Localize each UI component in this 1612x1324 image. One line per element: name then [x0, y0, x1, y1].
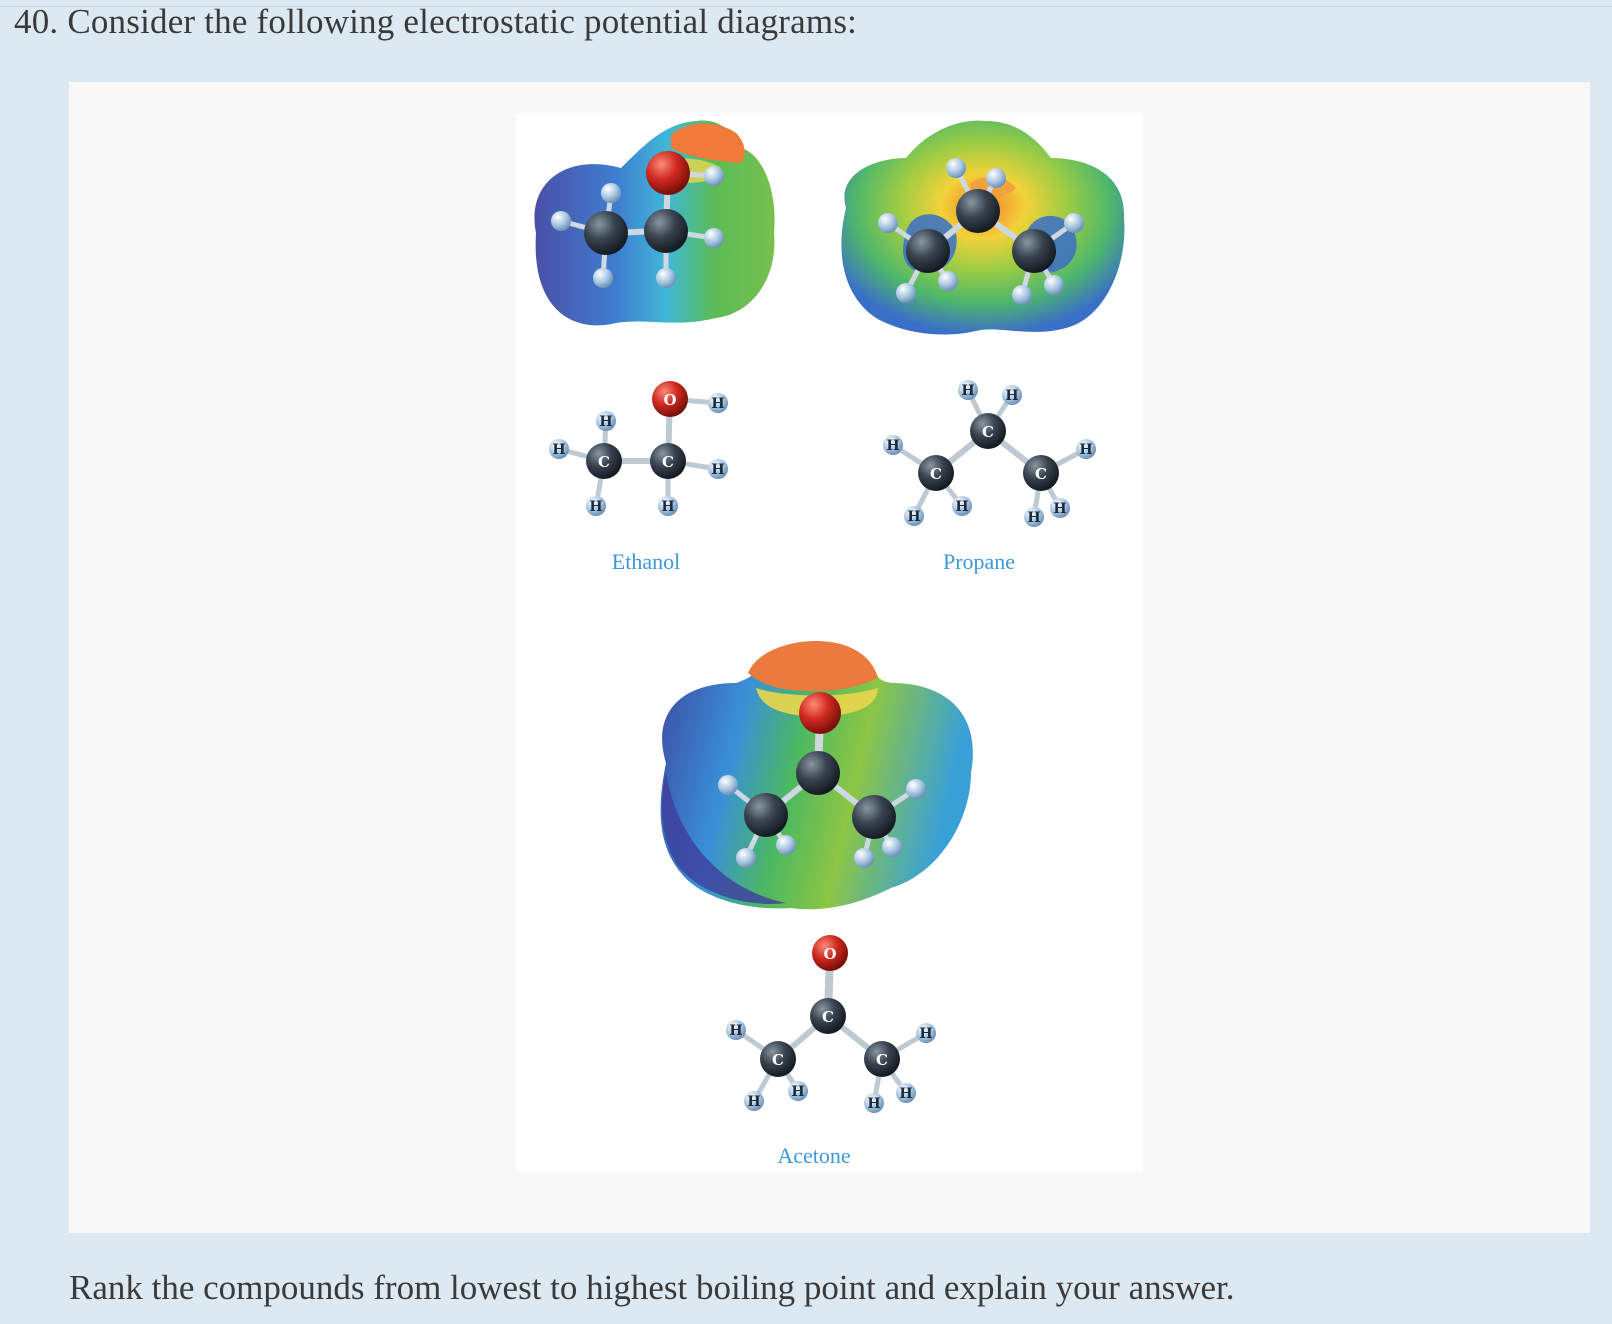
hydrogen-label: H — [711, 396, 724, 412]
hydrogen-atom — [596, 411, 616, 431]
carbon-atom — [918, 455, 954, 491]
hydrogen-label: H — [599, 414, 612, 430]
acetone-label: Acetone — [777, 1143, 851, 1168]
hydrogen-label: H — [589, 499, 602, 515]
hydrogen-label: H — [552, 442, 565, 458]
hydrogen-atom — [744, 1091, 764, 1111]
hydrogen-atom — [916, 1023, 936, 1043]
hydrogen-atom — [726, 1020, 746, 1040]
carbon-label: C — [598, 453, 610, 471]
hydrogen-atom — [658, 496, 678, 516]
propane-3d-model — [878, 158, 1084, 305]
carbon-atom — [586, 443, 622, 479]
hydrogen-atom — [708, 459, 728, 479]
hydrogen-atom — [549, 439, 569, 459]
hydrogen-atom — [586, 496, 606, 516]
hydrogen-label: H — [886, 438, 899, 454]
carbon-label: C — [822, 1008, 834, 1026]
hydrogen-atom — [904, 506, 924, 526]
hydrogen-label: H — [711, 462, 724, 478]
carbon-atom — [760, 1041, 796, 1077]
hydrogen-atom — [1024, 507, 1044, 527]
hydrogen-label: H — [961, 383, 974, 399]
carbon-label: C — [930, 465, 942, 483]
ethanol-labeled-model: C C O H H H H H H — [549, 381, 728, 516]
oxygen-atom — [812, 935, 848, 971]
question-text: Consider the following electrostatic pot… — [67, 2, 858, 41]
carbon-atom — [650, 443, 686, 479]
carbon-label: C — [1035, 465, 1047, 483]
hydrogen-label: H — [1053, 501, 1066, 517]
hydrogen-label: H — [791, 1084, 804, 1100]
carbon-atom — [970, 413, 1006, 449]
hydrogen-label: H — [747, 1094, 760, 1110]
oxygen-label: O — [663, 391, 676, 409]
hydrogen-label: H — [1005, 388, 1018, 404]
acetone-3d-model — [718, 692, 926, 868]
carbon-atom — [864, 1041, 900, 1077]
hydrogen-label: H — [955, 499, 968, 515]
hydrogen-atom — [1050, 498, 1070, 518]
hydrogen-label: H — [729, 1023, 742, 1039]
hydrogen-atom — [896, 1083, 916, 1103]
hydrogen-atom — [952, 496, 972, 516]
hydrogen-label: H — [919, 1026, 932, 1042]
hydrogen-atom — [958, 380, 978, 400]
ethanol-3d-model — [551, 151, 724, 288]
hydrogen-atom — [708, 393, 728, 413]
hydrogen-atom — [1076, 439, 1096, 459]
hydrogen-atom — [1002, 385, 1022, 405]
hydrogen-label: H — [867, 1096, 880, 1112]
question-number: 40. — [14, 2, 59, 41]
hydrogen-label: H — [1079, 442, 1092, 458]
hydrogen-atom — [788, 1081, 808, 1101]
oxygen-label: O — [823, 945, 836, 963]
carbon-label: C — [982, 423, 994, 441]
hydrogen-label: H — [899, 1086, 912, 1102]
carbon-label: C — [662, 453, 674, 471]
carbon-label: C — [772, 1051, 784, 1069]
top-rule — [0, 6, 1612, 7]
hydrogen-label: H — [1027, 510, 1040, 526]
oxygen-atom — [652, 381, 688, 417]
ethanol-label: Ethanol — [611, 549, 681, 574]
hydrogen-label: H — [907, 509, 920, 525]
hydrogen-atom — [883, 435, 903, 455]
propane-label: Propane — [942, 549, 1016, 574]
hydrogen-atom — [864, 1093, 884, 1113]
question-heading: 40. Consider the following electrostatic… — [14, 2, 857, 42]
carbon-label: C — [876, 1051, 888, 1069]
carbon-atom — [1023, 455, 1059, 491]
hydrogen-label: H — [661, 499, 674, 515]
question-prompt: Rank the compounds from lowest to highes… — [69, 1268, 1235, 1307]
carbon-atom — [810, 998, 846, 1034]
